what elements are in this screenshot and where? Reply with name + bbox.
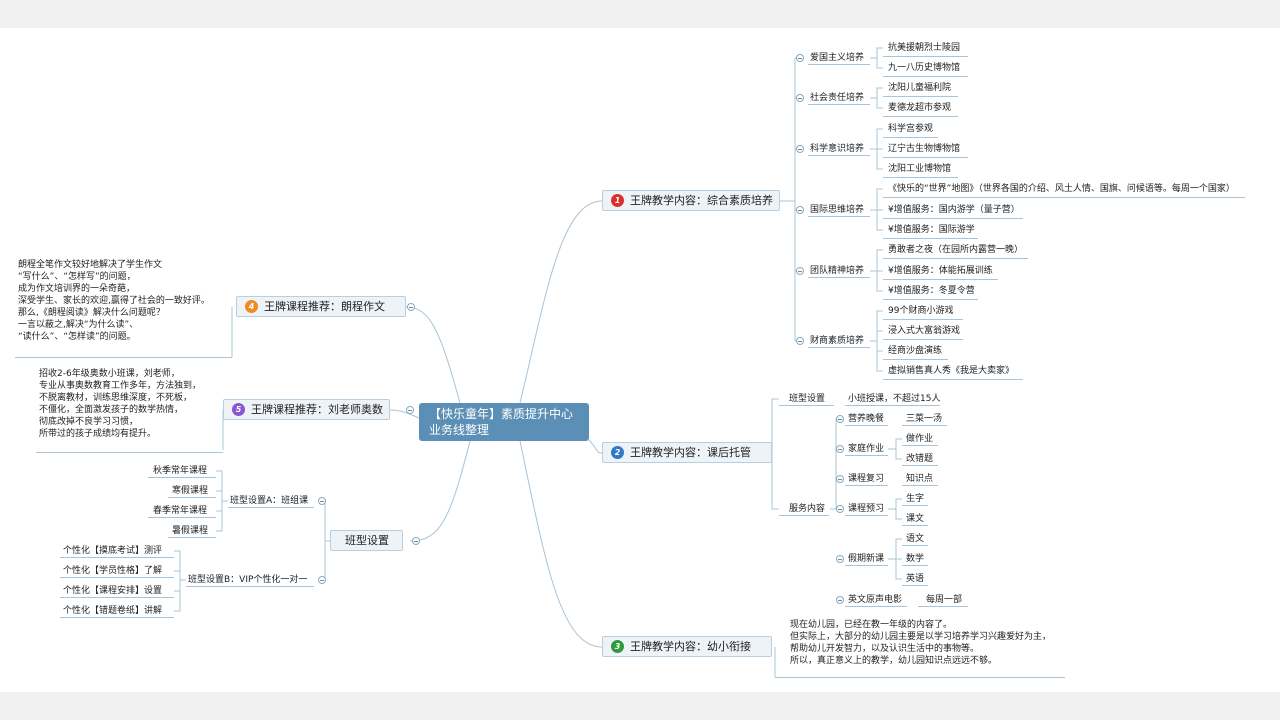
transition-description: 现在幼儿园，已经在教一年级的内容了。 但实际上，大部分的幼儿园主要是以学习培养学… [790,620,1052,666]
branch-math-olympiad[interactable]: 5 王牌课程推荐：刘老师奥数 [223,399,390,420]
group-label: 社会责任培养 [810,93,865,103]
branch-comprehensive-quality[interactable]: 1 王牌教学内容：综合素质培养 [602,190,780,211]
class-type-b-label: 班型设置B：VIP个性化一对一 [188,575,308,585]
leaf-item: 个性化【摸底考试】测评 [63,546,163,556]
collapse-toggle-icon[interactable] [836,505,844,513]
branch-kindergarten-transition[interactable]: 3 王牌教学内容：幼小衔接 [602,636,772,657]
branch-after-school-care[interactable]: 2 王牌教学内容：课后托管 [602,442,772,463]
collapse-toggle-icon[interactable] [836,555,844,563]
branch-label: 王牌教学内容：综合素质培养 [630,194,773,207]
priority-5-icon: 5 [232,403,245,416]
group-label: 爱国主义培养 [810,53,865,63]
collapse-toggle-icon[interactable] [796,145,804,153]
class-setting-label: 班型设置 [789,394,826,404]
leaf-item: 经商沙盘演练 [888,346,943,356]
service-label: 服务内容 [789,504,826,514]
collapse-toggle-icon[interactable] [796,267,804,275]
priority-1-icon: 1 [611,194,624,207]
leaf-item: 秋季常年课程 [153,466,208,476]
leaf-item: ¥增值服务：国内游学（量子营） [888,205,1020,215]
mindmap-canvas [0,28,1280,692]
collapse-toggle-icon[interactable] [836,596,844,604]
service-item: 英文原声电影 [848,595,903,605]
leaf-item: 沈阳儿童福利院 [888,83,952,93]
leaf-item: 春季常年课程 [153,506,208,516]
collapse-toggle-icon[interactable] [796,94,804,102]
leaf-item: 个性化【课程安排】设置 [63,586,163,596]
branch-class-types[interactable]: 班型设置 [330,530,403,551]
branch-label: 王牌课程推荐：朗程作文 [264,300,385,313]
branch-label: 王牌教学内容：课后托管 [630,446,751,459]
group-label: 团队精神培养 [810,266,865,276]
class-type-a-label: 班型设置A：班组课 [230,496,309,506]
leaf-item: 勇敢者之夜（在园所内露营一晚） [888,245,1024,255]
service-item: 课程复习 [848,474,885,484]
leaf-item: 知识点 [906,474,934,484]
collapse-toggle-icon[interactable] [836,445,844,453]
leaf-item: 做作业 [906,434,934,444]
leaf-item: 数学 [906,554,925,564]
group-label: 财商素质培养 [810,336,865,346]
leaf-item: 个性化【错题卷纸】讲解 [63,606,163,616]
leaf-item: 麦德龙超市参观 [888,103,952,113]
priority-4-icon: 4 [245,300,258,313]
writing-course-description: 朗程全笔作文较好地解决了学生作文 “写什么”、“怎样写”的问题， 成为作文培训界… [18,260,210,342]
class-setting-value: 小班授课，不超过15人 [848,394,941,404]
collapse-toggle-icon[interactable] [796,206,804,214]
collapse-toggle-icon[interactable] [796,337,804,345]
service-item: 营养晚餐 [848,414,885,424]
leaf-item: 课文 [906,514,925,524]
priority-3-icon: 3 [611,640,624,653]
service-item: 课程预习 [848,504,885,514]
leaf-item: 99个财商小游戏 [888,306,954,316]
collapse-toggle-icon[interactable] [836,415,844,423]
leaf-item: 抗美援朝烈士陵园 [888,43,961,53]
priority-2-icon: 2 [611,446,624,459]
collapse-toggle-icon[interactable] [796,54,804,62]
group-label: 国际思维培养 [810,205,865,215]
leaf-item: ¥增值服务：冬夏令营 [888,286,975,296]
leaf-item: 英语 [906,574,925,584]
leaf-item: 《快乐的“世界”地图》（世界各国的介绍、风土人情、国旗、问候语等。每周一个国家） [888,184,1235,194]
service-item: 家庭作业 [848,444,885,454]
leaf-item: 浸入式大富翁游戏 [888,326,961,336]
leaf-item: 科学宫参观 [888,124,934,134]
branch-writing-course[interactable]: 4 王牌课程推荐：朗程作文 [236,296,406,317]
collapse-toggle-icon[interactable] [406,406,414,414]
leaf-item: 个性化【学员性格】了解 [63,566,163,576]
central-topic[interactable]: 【快乐童年】素质提升中心 业务线整理 [419,403,589,441]
branch-label: 王牌课程推荐：刘老师奥数 [251,403,383,416]
central-topic-line1: 【快乐童年】素质提升中心 [429,407,574,421]
leaf-item: ¥增值服务：体能拓展训练 [888,266,993,276]
branch-label: 王牌教学内容：幼小衔接 [630,640,751,653]
collapse-toggle-icon[interactable] [836,475,844,483]
branch-label: 班型设置 [345,534,389,547]
service-item: 假期新课 [848,554,885,564]
central-topic-line2: 业务线整理 [429,423,490,437]
collapse-toggle-icon[interactable] [318,497,326,505]
leaf-item: 虚拟销售真人秀《我是大卖家》 [888,366,1015,376]
collapse-toggle-icon[interactable] [412,537,420,545]
collapse-toggle-icon[interactable] [407,303,415,311]
leaf-item: 九一八历史博物馆 [888,63,961,73]
leaf-item: 生字 [906,494,925,504]
math-course-description: 招收2-6年级奥数小班课，刘老师， 专业从事奥数教育工作多年，方法独到， 不脱离… [39,369,202,439]
leaf-item: 暑假课程 [172,526,209,536]
leaf-item: 寒假课程 [172,486,209,496]
collapse-toggle-icon[interactable] [318,576,326,584]
leaf-item: 改错题 [906,454,934,464]
leaf-item: 辽宁古生物博物馆 [888,144,961,154]
group-label: 科学意识培养 [810,144,865,154]
leaf-item: 每周一部 [926,595,963,605]
leaf-item: 语文 [906,534,925,544]
leaf-item: 三菜一汤 [906,414,943,424]
leaf-item: 沈阳工业博物馆 [888,164,952,174]
leaf-item: ¥增值服务：国际游学 [888,225,975,235]
